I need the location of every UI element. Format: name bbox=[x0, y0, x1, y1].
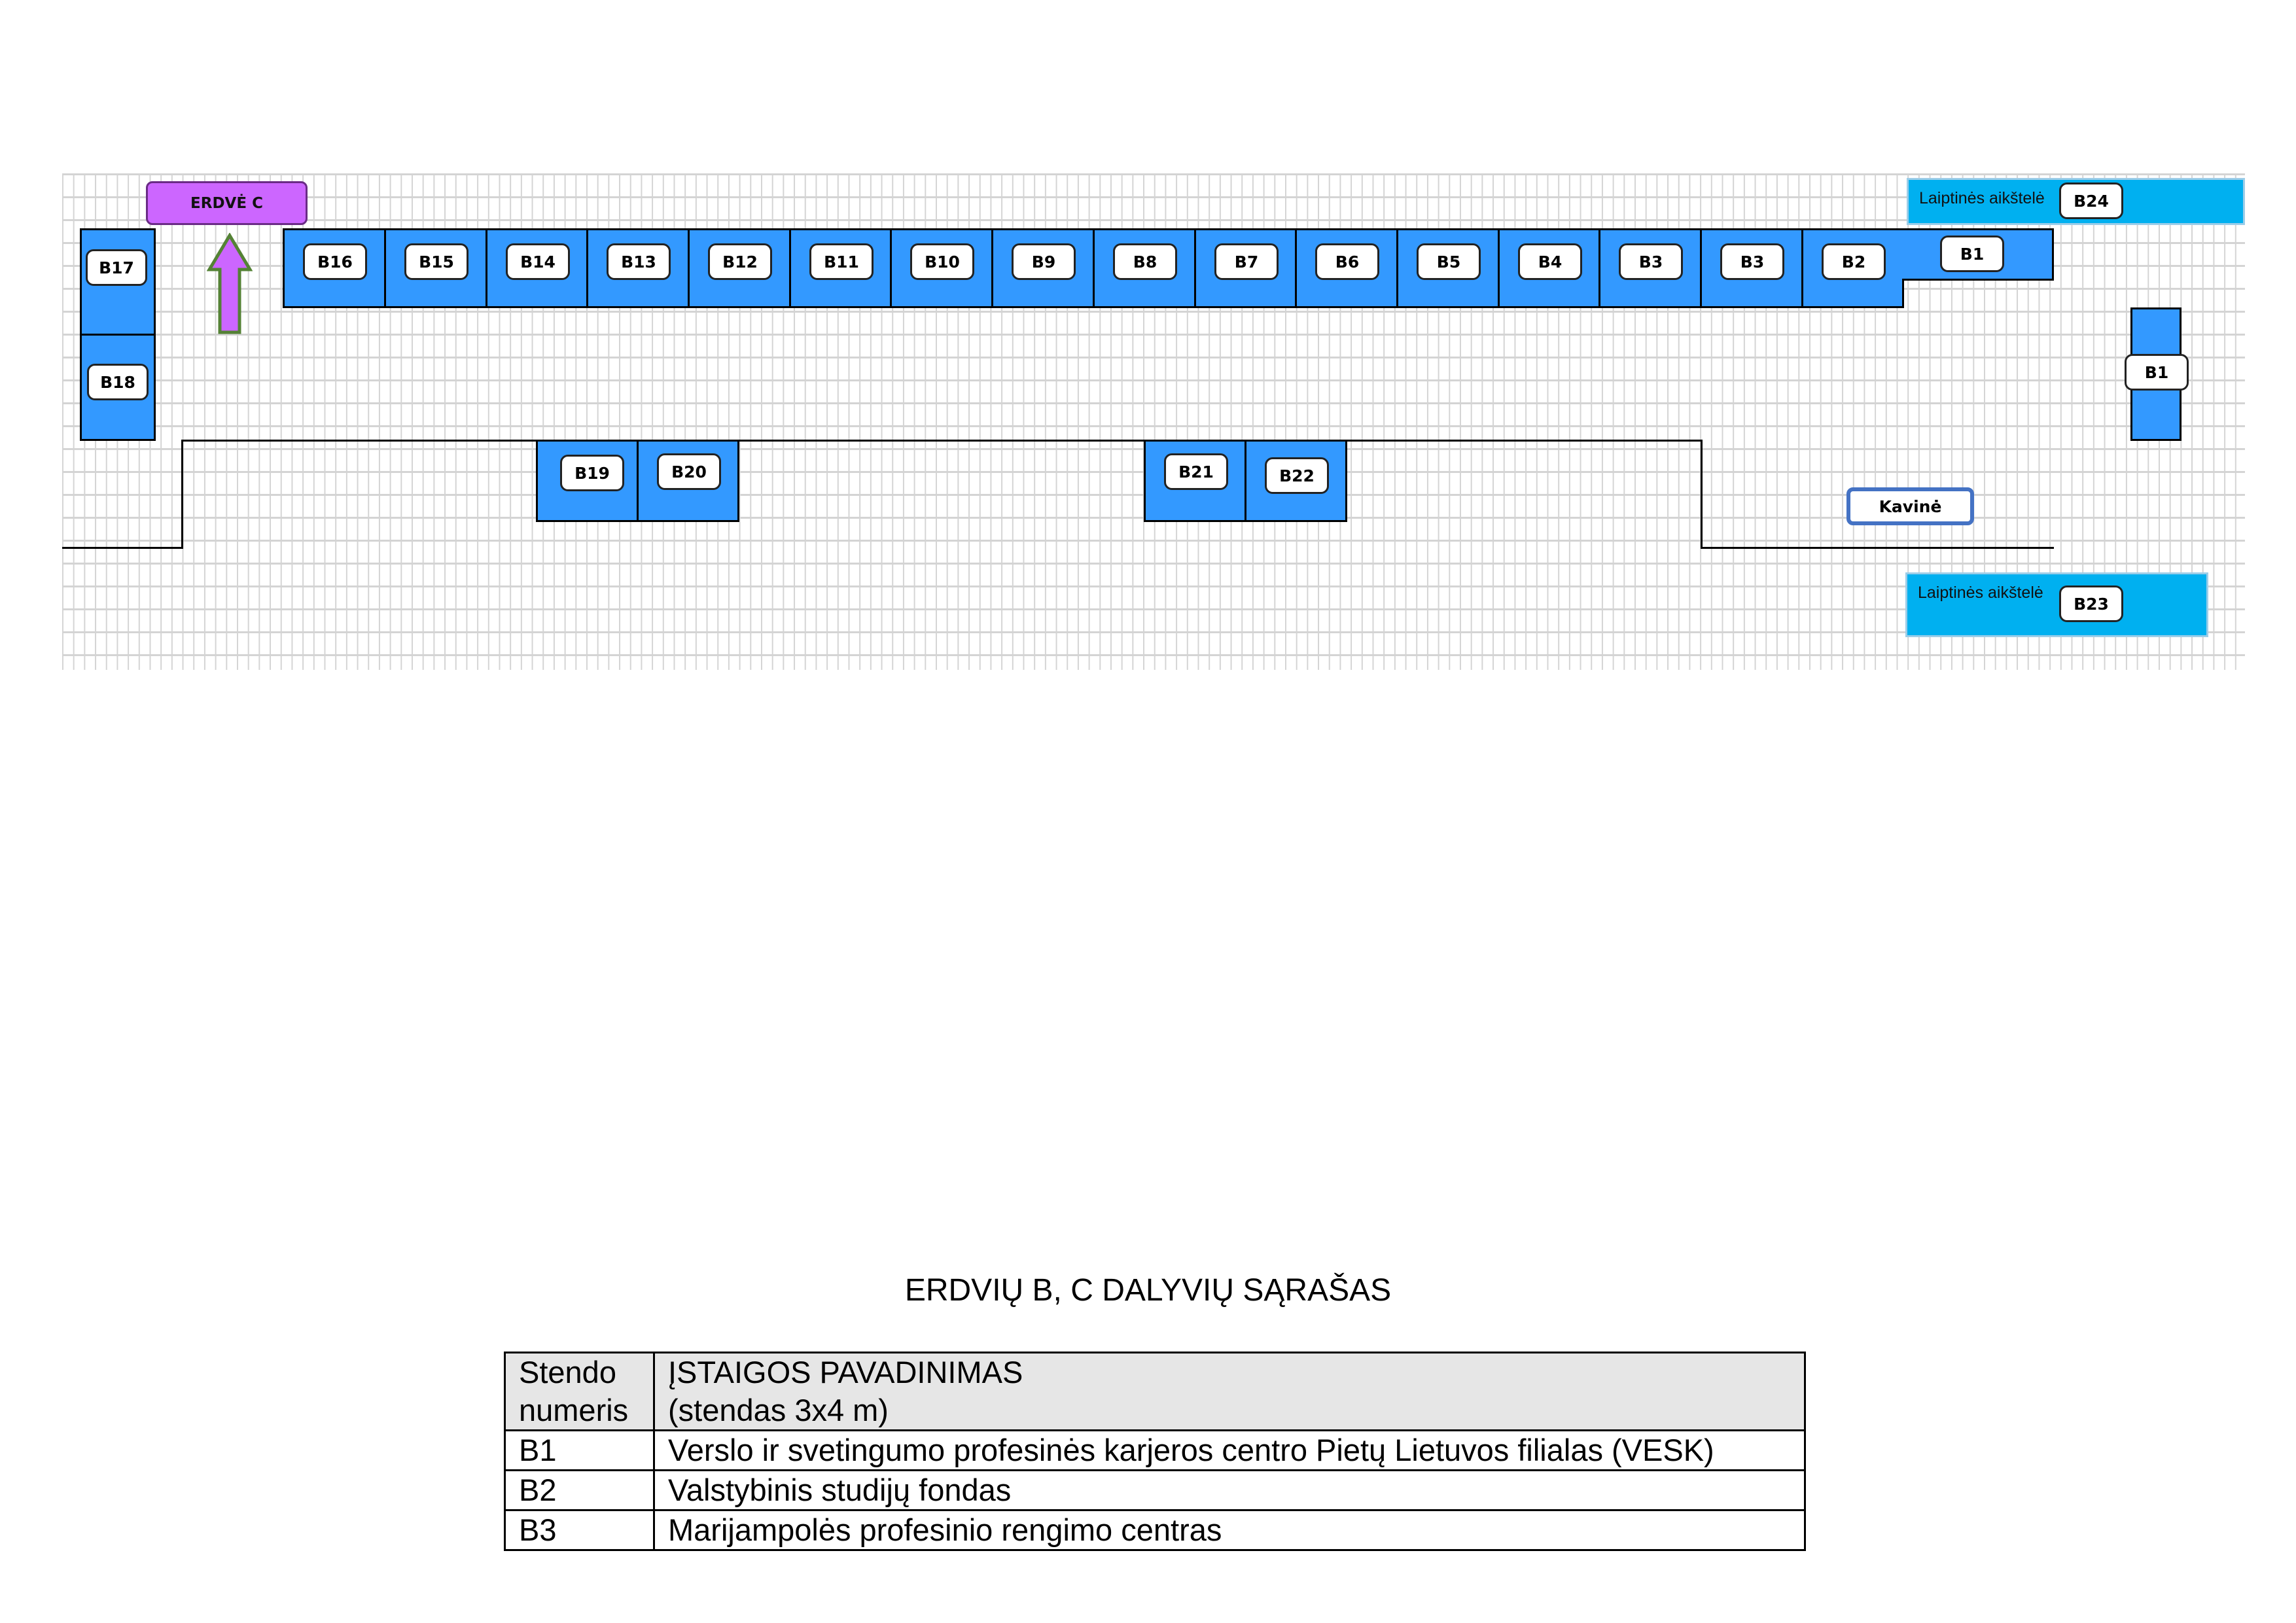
booth-label: B3 bbox=[1720, 243, 1784, 280]
table-row: B3 Marijampolės profesinio rengimo centr… bbox=[504, 1509, 1806, 1551]
cafe-box[interactable]: Kavinė bbox=[1846, 487, 1974, 525]
booth-label: B12 bbox=[708, 243, 772, 280]
booth-label: B15 bbox=[404, 243, 468, 280]
header-stand-number: Stendo numeris bbox=[504, 1352, 655, 1431]
booth[interactable]: B3 bbox=[1598, 228, 1702, 308]
wall-line bbox=[181, 440, 183, 549]
booth-label: B8 bbox=[1113, 243, 1177, 280]
stand-number: B1 bbox=[504, 1429, 655, 1471]
booth[interactable]: B7 bbox=[1194, 228, 1298, 308]
booth[interactable]: B3 bbox=[1700, 228, 1803, 308]
booth-label: B2 bbox=[1822, 243, 1886, 280]
booth-label: B13 bbox=[607, 243, 671, 280]
list-title: ERDVIŲ B, C DALYVIŲ SĄRAŠAS bbox=[904, 1273, 1392, 1308]
institution-name: Marijampolės profesinio rengimo centras bbox=[653, 1509, 1806, 1551]
stair-label: Laiptinės aikštelė bbox=[1918, 584, 2043, 602]
booth-b18[interactable]: B18 bbox=[80, 334, 156, 441]
booth[interactable]: B9 bbox=[991, 228, 1095, 308]
booth[interactable]: B10 bbox=[890, 228, 993, 308]
booth-label: B4 bbox=[1518, 243, 1582, 280]
stand-number: B3 bbox=[504, 1509, 655, 1551]
booth[interactable]: B12 bbox=[688, 228, 791, 308]
wall-line bbox=[181, 440, 1703, 442]
booth[interactable]: B15 bbox=[384, 228, 487, 308]
header-institution-name: ĮSTAIGOS PAVADINIMAS bbox=[668, 1355, 1023, 1389]
booth-label: B18 bbox=[87, 364, 149, 400]
booth[interactable]: B16 bbox=[283, 228, 386, 308]
participants-table: Stendo numeris ĮSTAIGOS PAVADINIMAS (sten… bbox=[504, 1352, 1806, 1551]
stair-landing-top: Laiptinės aikštelė B24 bbox=[1907, 178, 2245, 225]
booth-b19[interactable]: B19 bbox=[536, 440, 639, 522]
wall-line bbox=[62, 547, 183, 549]
booth-b1-right[interactable]: B1 bbox=[2125, 307, 2189, 441]
cafe-label: Kavinė bbox=[1879, 497, 1942, 516]
booth-label: B16 bbox=[303, 243, 367, 280]
booth-label: B20 bbox=[657, 453, 721, 490]
booth-label: B14 bbox=[506, 243, 570, 280]
booth-b22[interactable]: B22 bbox=[1245, 440, 1347, 522]
booth-label: B1 bbox=[2125, 354, 2189, 391]
booth[interactable]: B11 bbox=[789, 228, 892, 308]
header-institution: ĮSTAIGOS PAVADINIMAS (stendas 3x4 m) bbox=[653, 1352, 1806, 1431]
booth-b1-top[interactable]: B1 bbox=[1902, 228, 2054, 281]
booth-label-b24[interactable]: B24 bbox=[2059, 183, 2123, 219]
arrow-up-icon bbox=[207, 233, 253, 334]
header-stand-size: (stendas 3x4 m) bbox=[668, 1393, 889, 1427]
booth-label: B22 bbox=[1265, 457, 1329, 494]
table-header-row: Stendo numeris ĮSTAIGOS PAVADINIMAS (sten… bbox=[504, 1352, 1806, 1431]
booth-label: B7 bbox=[1214, 243, 1279, 280]
booth-b21[interactable]: B21 bbox=[1144, 440, 1246, 522]
table-row: B1 Verslo ir svetingumo profesinės karje… bbox=[504, 1429, 1806, 1471]
booth[interactable]: B6 bbox=[1295, 228, 1398, 308]
booth-label: B5 bbox=[1417, 243, 1481, 280]
booth[interactable]: B13 bbox=[586, 228, 690, 308]
entrance-label: ERDVĖ C bbox=[190, 194, 263, 212]
booth[interactable]: B4 bbox=[1498, 228, 1601, 308]
booth-label: B17 bbox=[86, 249, 147, 286]
wall-line bbox=[1701, 440, 1703, 549]
entrance-erdve-c[interactable]: ERDVĖ C bbox=[146, 181, 308, 225]
wall-line bbox=[1701, 547, 2054, 549]
booth[interactable]: B5 bbox=[1396, 228, 1500, 308]
booth-label: B1 bbox=[1940, 236, 2004, 272]
booth-label: B3 bbox=[1619, 243, 1683, 280]
stand-number: B2 bbox=[504, 1469, 655, 1511]
stair-label: Laiptinės aikštelė bbox=[1919, 189, 2045, 207]
booth-label: B10 bbox=[910, 243, 974, 280]
booth-label: B6 bbox=[1315, 243, 1379, 280]
booth-b17[interactable]: B17 bbox=[80, 228, 156, 336]
institution-name: Verslo ir svetingumo profesinės karjeros… bbox=[653, 1429, 1806, 1471]
stair-landing-bottom: Laiptinės aikštelė B23 bbox=[1905, 572, 2208, 637]
booth-label: B19 bbox=[560, 455, 624, 491]
institution-name: Valstybinis studijų fondas bbox=[653, 1469, 1806, 1511]
booth[interactable]: B14 bbox=[486, 228, 589, 308]
booth-label: B11 bbox=[809, 243, 874, 280]
booth[interactable]: B8 bbox=[1093, 228, 1196, 308]
booth-label: B21 bbox=[1164, 453, 1228, 490]
booth-label-b23[interactable]: B23 bbox=[2059, 585, 2123, 622]
table-row: B2 Valstybinis studijų fondas bbox=[504, 1469, 1806, 1511]
booth-label: B9 bbox=[1012, 243, 1076, 280]
booth-b20[interactable]: B20 bbox=[637, 440, 739, 522]
booth[interactable]: B2 bbox=[1801, 228, 1904, 308]
